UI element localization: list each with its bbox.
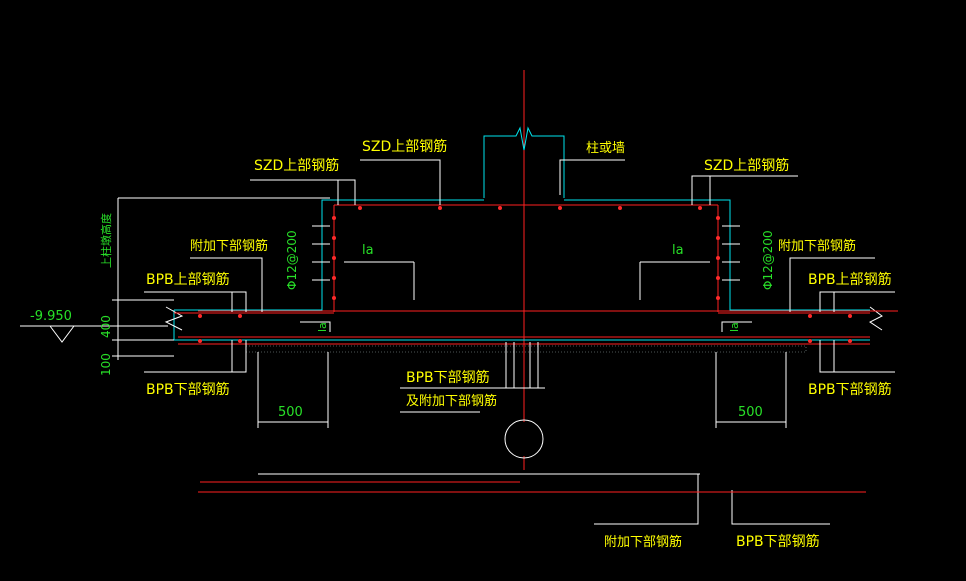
dim-stirrup-right: Φ12@200 xyxy=(761,230,775,290)
dim-stirrup-left: Φ12@200 xyxy=(285,230,299,290)
dim-la-small-right: la xyxy=(728,322,741,332)
label-szd-top-right: SZD上部钢筋 xyxy=(704,157,789,174)
label-szd-top-left: SZD上部钢筋 xyxy=(254,157,339,174)
label-bpb-top-left: BPB上部钢筋 xyxy=(146,271,230,288)
dim-la-small-left: la xyxy=(316,322,329,332)
label-bpb-bottom-center-2: 及附加下部钢筋 xyxy=(406,393,497,409)
label-bpb-bottom-center-1: BPB下部钢筋 xyxy=(406,369,490,386)
leader-lines xyxy=(20,159,895,525)
label-bpb-top-right: BPB上部钢筋 xyxy=(808,271,892,288)
dim-la-left: la xyxy=(362,243,374,258)
column-cap-outline xyxy=(173,199,870,341)
label-bpb-bottom-plan: BPB下部钢筋 xyxy=(736,533,820,550)
dim-slab-400: 400 xyxy=(99,315,113,338)
label-extra-bottom-right: 附加下部钢筋 xyxy=(778,238,856,254)
label-bpb-bottom-left: BPB下部钢筋 xyxy=(146,381,230,398)
label-extra-bottom-left: 附加下部钢筋 xyxy=(190,238,268,254)
dim-elevation: -9.950 xyxy=(30,309,72,324)
dim-width-right: 500 xyxy=(738,405,763,420)
pile-symbol xyxy=(480,342,545,459)
label-bpb-bottom-right: BPB下部钢筋 xyxy=(808,381,892,398)
dim-depth-label: 上柱墩高度 xyxy=(99,213,113,268)
blinding-layer xyxy=(245,345,807,353)
dim-slab-100: 100 xyxy=(99,353,113,376)
dim-la-right: la xyxy=(672,243,684,258)
rebar-dots xyxy=(198,206,852,343)
label-szd-top-center: SZD上部钢筋 xyxy=(362,138,447,155)
column-stub xyxy=(483,126,565,198)
label-column-or-wall: 柱或墙 xyxy=(586,141,625,156)
column-cap-rebar xyxy=(174,204,898,483)
stirrup-marks xyxy=(300,225,752,332)
label-extra-bottom-plan: 附加下部钢筋 xyxy=(604,534,682,550)
dim-width-left: 500 xyxy=(278,405,303,420)
